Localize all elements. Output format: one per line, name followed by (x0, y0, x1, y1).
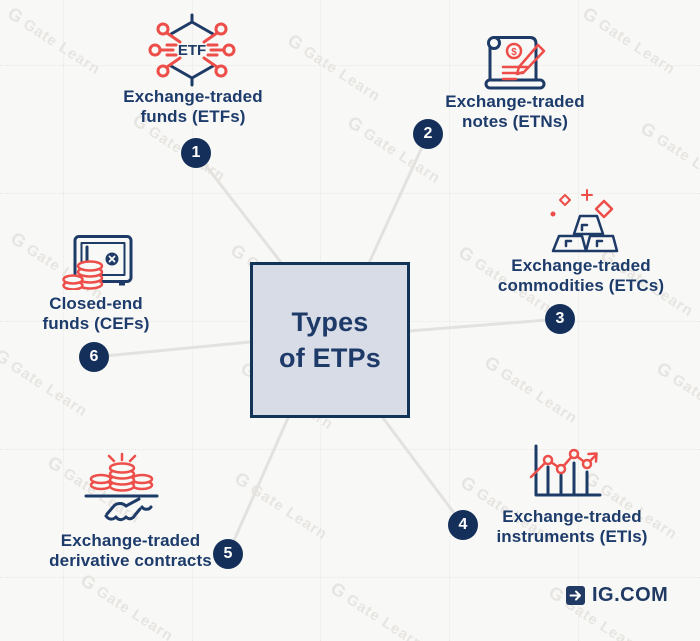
label-line: Exchange-traded (445, 92, 585, 111)
svg-text:$: $ (511, 47, 517, 58)
label-line: funds (CEFs) (42, 314, 150, 333)
node-label-derivative: Exchange-traded derivative contracts (28, 531, 233, 571)
gold-bars-icon (550, 189, 619, 253)
node-label-eti: Exchange-traded instruments (ETIs) (487, 507, 657, 547)
node-badge-3: 3 (545, 304, 575, 334)
label-line: funds (ETFs) (140, 107, 246, 126)
label-line: Exchange-traded (123, 87, 263, 106)
title-line-2: of ETPs (279, 343, 381, 373)
connector-line (226, 416, 290, 556)
scroll-note-icon: $ (484, 36, 546, 90)
label-line: Closed-end (49, 294, 143, 313)
ig-logo: IG.COM (566, 584, 668, 607)
connector-line (407, 317, 562, 333)
svg-text:ETF: ETF (178, 42, 206, 59)
label-line: instruments (ETIs) (496, 527, 648, 546)
handshake-coins-icon (84, 452, 159, 522)
label-line: Exchange-traded (60, 531, 201, 550)
label-line: Exchange-traded (511, 256, 651, 275)
label-line: notes (ETNs) (461, 112, 569, 131)
node-label-etf: Exchange-traded funds (ETFs) (98, 87, 288, 127)
node-label-cef: Closed-end funds (CEFs) (16, 294, 176, 334)
node-label-etn: Exchange-traded notes (ETNs) (420, 92, 610, 132)
connector-line (92, 340, 252, 359)
node-badge-5: 5 (213, 539, 243, 569)
label-line: commodities (ETCs) (497, 276, 665, 295)
node-badge-6: 6 (79, 342, 109, 372)
safe-coins-icon (62, 235, 133, 290)
label-line: derivative contracts (49, 551, 212, 570)
node-badge-2: 2 (413, 119, 443, 149)
connector-line (367, 132, 430, 265)
bar-chart-icon (529, 444, 602, 497)
etf-network-icon: ETF (148, 13, 236, 87)
connector-line (194, 151, 285, 267)
node-badge-1: 1 (181, 138, 211, 168)
label-line: Exchange-traded (502, 507, 642, 526)
brand-text: IG.COM (592, 584, 669, 606)
node-label-etc: Exchange-traded commodities (ETCs) (466, 256, 696, 296)
node-badge-4: 4 (448, 510, 478, 540)
central-title-box: Types of ETPs (250, 262, 410, 418)
title-line-1: Types (291, 307, 369, 337)
arrow-right-icon (566, 586, 585, 605)
connector-line (381, 416, 465, 527)
